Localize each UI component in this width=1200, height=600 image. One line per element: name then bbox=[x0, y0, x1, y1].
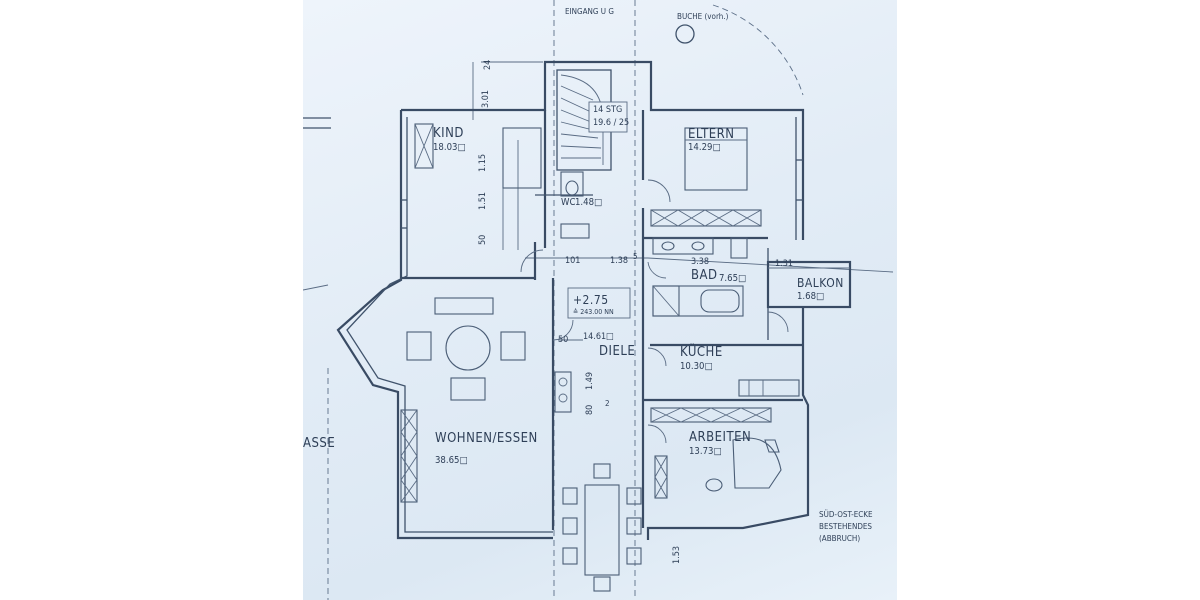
dim-24: 24 bbox=[483, 59, 493, 70]
shelf-wohnen bbox=[400, 409, 418, 503]
terrace-line bbox=[303, 284, 329, 291]
wardrobe-eltern bbox=[650, 209, 762, 227]
stair-steps: 14 STG bbox=[593, 105, 623, 115]
label-eingang: EINGANG U G bbox=[565, 7, 614, 16]
room-area-kuche: 10.30□ bbox=[680, 361, 713, 372]
room-name-kuche: KÜCHE bbox=[680, 345, 723, 360]
tree-symbol bbox=[675, 24, 695, 44]
floor-plan-drawing bbox=[303, 0, 894, 600]
label-sued-ost-1: SÜD-OST-ECKE bbox=[819, 510, 873, 519]
outer-wall-west bbox=[336, 110, 553, 540]
room-name-balkon: BALKON bbox=[797, 276, 844, 290]
room-area-eltern: 14.29□ bbox=[688, 142, 721, 153]
door-swing bbox=[767, 311, 789, 333]
room-area-wc: 1.48□ bbox=[575, 197, 603, 208]
dim-115: 1.15 bbox=[478, 153, 488, 172]
hall-wardrobe bbox=[554, 371, 572, 413]
balcony-outline bbox=[766, 260, 852, 309]
kitchen-counter bbox=[738, 379, 800, 397]
stair-ratio: 19.6 / 25 bbox=[593, 118, 630, 128]
room-name-arbeiten: ARBEITEN bbox=[689, 430, 752, 445]
tree-canopy-arc bbox=[712, 4, 804, 96]
armchair-left bbox=[406, 331, 432, 361]
room-area-kind: 18.03□ bbox=[433, 142, 466, 153]
door-swing bbox=[647, 347, 667, 367]
shelf-arbeiten bbox=[654, 455, 668, 499]
dimension-line bbox=[647, 257, 894, 273]
desk-arbeiten bbox=[732, 437, 782, 489]
door-swing bbox=[647, 179, 671, 203]
washbasin-wc bbox=[560, 223, 590, 239]
room-area-wohnen: 38.65□ bbox=[435, 455, 468, 466]
door-swing bbox=[647, 261, 667, 279]
dim-50b: 50 bbox=[558, 335, 569, 345]
door-swing bbox=[520, 249, 544, 273]
blueprint-sheet: EINGANG U G BUCHE (vorh.) KIND 18.03□ 14… bbox=[303, 0, 897, 600]
wardrobe-kind bbox=[414, 123, 434, 169]
label-sued-ost-3: (ABBRUCH) bbox=[819, 534, 861, 543]
room-name-wc: WC bbox=[561, 197, 576, 208]
room-name-eltern: ELTERN bbox=[688, 127, 735, 142]
toilet-wc bbox=[560, 171, 584, 197]
dim-301: 3.01 bbox=[481, 89, 491, 108]
armchair-right bbox=[500, 331, 526, 361]
label-sued-ost-2: BESTEHENDES bbox=[819, 522, 872, 531]
round-table bbox=[445, 325, 491, 371]
room-area-bad: 7.65□ bbox=[719, 273, 747, 284]
outer-wall-east bbox=[646, 308, 810, 540]
label-buche: BUCHE (vorh.) bbox=[677, 12, 729, 21]
door-swing bbox=[647, 424, 667, 444]
dining-table bbox=[584, 484, 620, 576]
dim-101: 101 bbox=[565, 256, 581, 266]
dim-5: 5 bbox=[633, 252, 638, 261]
dim-138: 1.38 bbox=[610, 256, 629, 266]
dim-131: 1.31 bbox=[775, 259, 794, 269]
dim-151: 1.51 bbox=[478, 191, 488, 210]
door-swing bbox=[552, 319, 574, 341]
toilet-bad bbox=[730, 237, 748, 259]
dim-149: 1.49 bbox=[585, 371, 595, 390]
room-name-diele: DIELE bbox=[599, 344, 636, 359]
bed-eltern bbox=[684, 127, 748, 191]
room-area-diele: 14.61□ bbox=[583, 332, 614, 342]
level-value: +2.75 bbox=[573, 293, 609, 307]
dim-50: 50 bbox=[478, 234, 488, 245]
dim-2: 2 bbox=[605, 399, 610, 408]
outer-wall-west-inner bbox=[346, 117, 553, 533]
dim-338: 3.38 bbox=[691, 257, 710, 267]
room-area-balkon: 1.68□ bbox=[797, 291, 825, 302]
armchair-bottom bbox=[450, 377, 486, 401]
dim-80: 80 bbox=[585, 404, 595, 415]
wardrobe-arbeiten bbox=[650, 407, 772, 423]
bed-kind bbox=[502, 127, 542, 189]
label-terrasse: ASSE bbox=[303, 436, 336, 451]
double-washbasin bbox=[652, 237, 714, 255]
shower bbox=[652, 285, 680, 317]
room-area-arbeiten: 13.73□ bbox=[689, 446, 722, 457]
room-name-wohnen: WOHNEN/ESSEN bbox=[435, 431, 538, 446]
level-marker-box bbox=[567, 287, 631, 319]
room-name-bad: BAD bbox=[691, 268, 718, 283]
sofa-top bbox=[434, 297, 494, 315]
dim-153: 1.53 bbox=[672, 545, 682, 564]
level-note: ≙ 243.00 NN bbox=[573, 308, 614, 316]
room-name-kind: KIND bbox=[433, 126, 464, 141]
